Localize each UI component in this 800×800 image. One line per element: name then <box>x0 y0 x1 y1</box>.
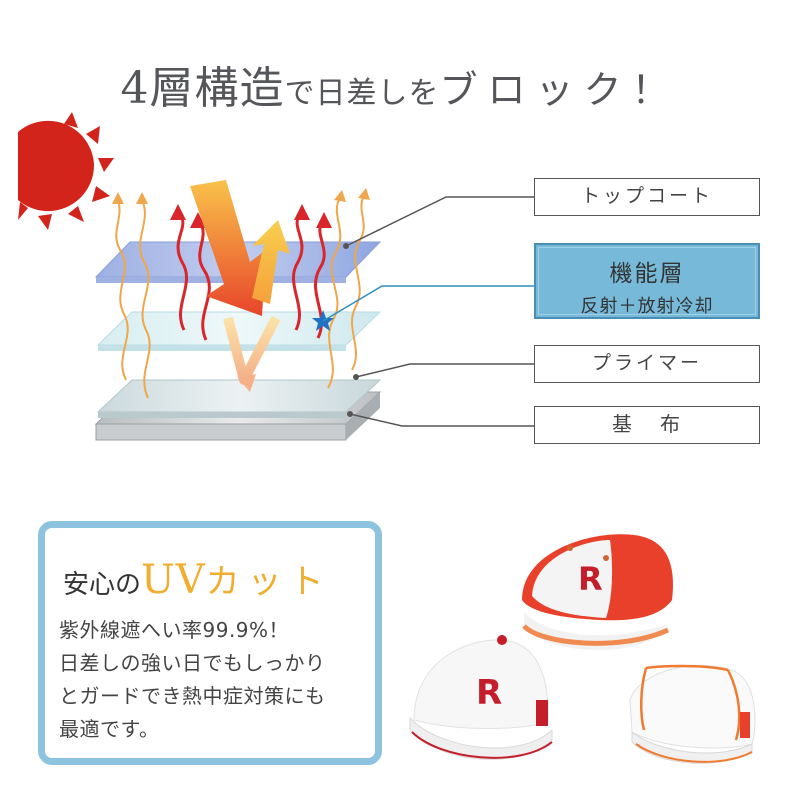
primer-layer <box>96 379 382 418</box>
uv-line-3: とガードでき熱中症対策にも <box>59 684 326 708</box>
white-mesh-cap <box>629 664 756 764</box>
leader-lines <box>322 196 534 427</box>
base-char-2: 布 <box>660 412 682 436</box>
white-cap: R <box>409 635 553 760</box>
uv-card-body: 紫外線遮へい率99.9%！ 日差しの強い日でもしっかり とガードでき熱中症対策に… <box>59 614 379 746</box>
incoming-sunlight-arrow <box>190 180 266 316</box>
label-topcoat: トップコート <box>534 178 760 216</box>
cap-letter-top: R <box>578 560 603 598</box>
headline-part-3: ブロック！ <box>439 68 680 112</box>
penetration-arrowhead <box>238 374 256 392</box>
heat-wave-arrowheads <box>112 188 370 204</box>
uv-title-kata: カット <box>205 562 332 602</box>
red-cap: R <box>522 534 673 650</box>
functional-subtitle: 反射＋放射冷却 <box>580 296 714 317</box>
sun-icon <box>18 112 114 230</box>
reflected-arrow <box>252 220 290 304</box>
caps-image: R R <box>409 534 756 764</box>
label-functional-layer: 機能層 反射＋放射冷却 <box>534 243 760 319</box>
label-primer: プライマー <box>534 345 760 383</box>
uv-line-2: 日差しの強い日でもしっかり <box>59 651 326 675</box>
base-char-1: 基 <box>612 412 634 436</box>
headline-part-2: で日差しを <box>284 76 440 111</box>
functional-layer <box>96 311 382 351</box>
uv-line-1: 紫外線遮へい率99.9%！ <box>59 618 290 642</box>
label-base-fabric: 基布 <box>534 406 760 444</box>
uv-cut-card: 安心のUVカット 紫外線遮へい率99.9%！ 日差しの強い日でもしっかり とガー… <box>38 521 382 765</box>
reflect-wave-arrowheads <box>170 204 332 228</box>
functional-title: 機能層 <box>609 261 685 287</box>
page-title: 4層構造で日差しをブロック！ <box>0 52 800 116</box>
headline-part-1: 4層構造 <box>120 63 285 114</box>
uv-title-pre: 安心の <box>63 570 142 600</box>
heat-wave-arrows <box>115 195 365 399</box>
cap-letter-bottom: R <box>476 673 502 713</box>
uv-card-title: 安心のUVカット <box>63 554 332 603</box>
uv-title-uv: UV <box>141 557 206 603</box>
uv-line-4: 最適です。 <box>59 717 160 741</box>
layer-diagram <box>18 112 534 441</box>
